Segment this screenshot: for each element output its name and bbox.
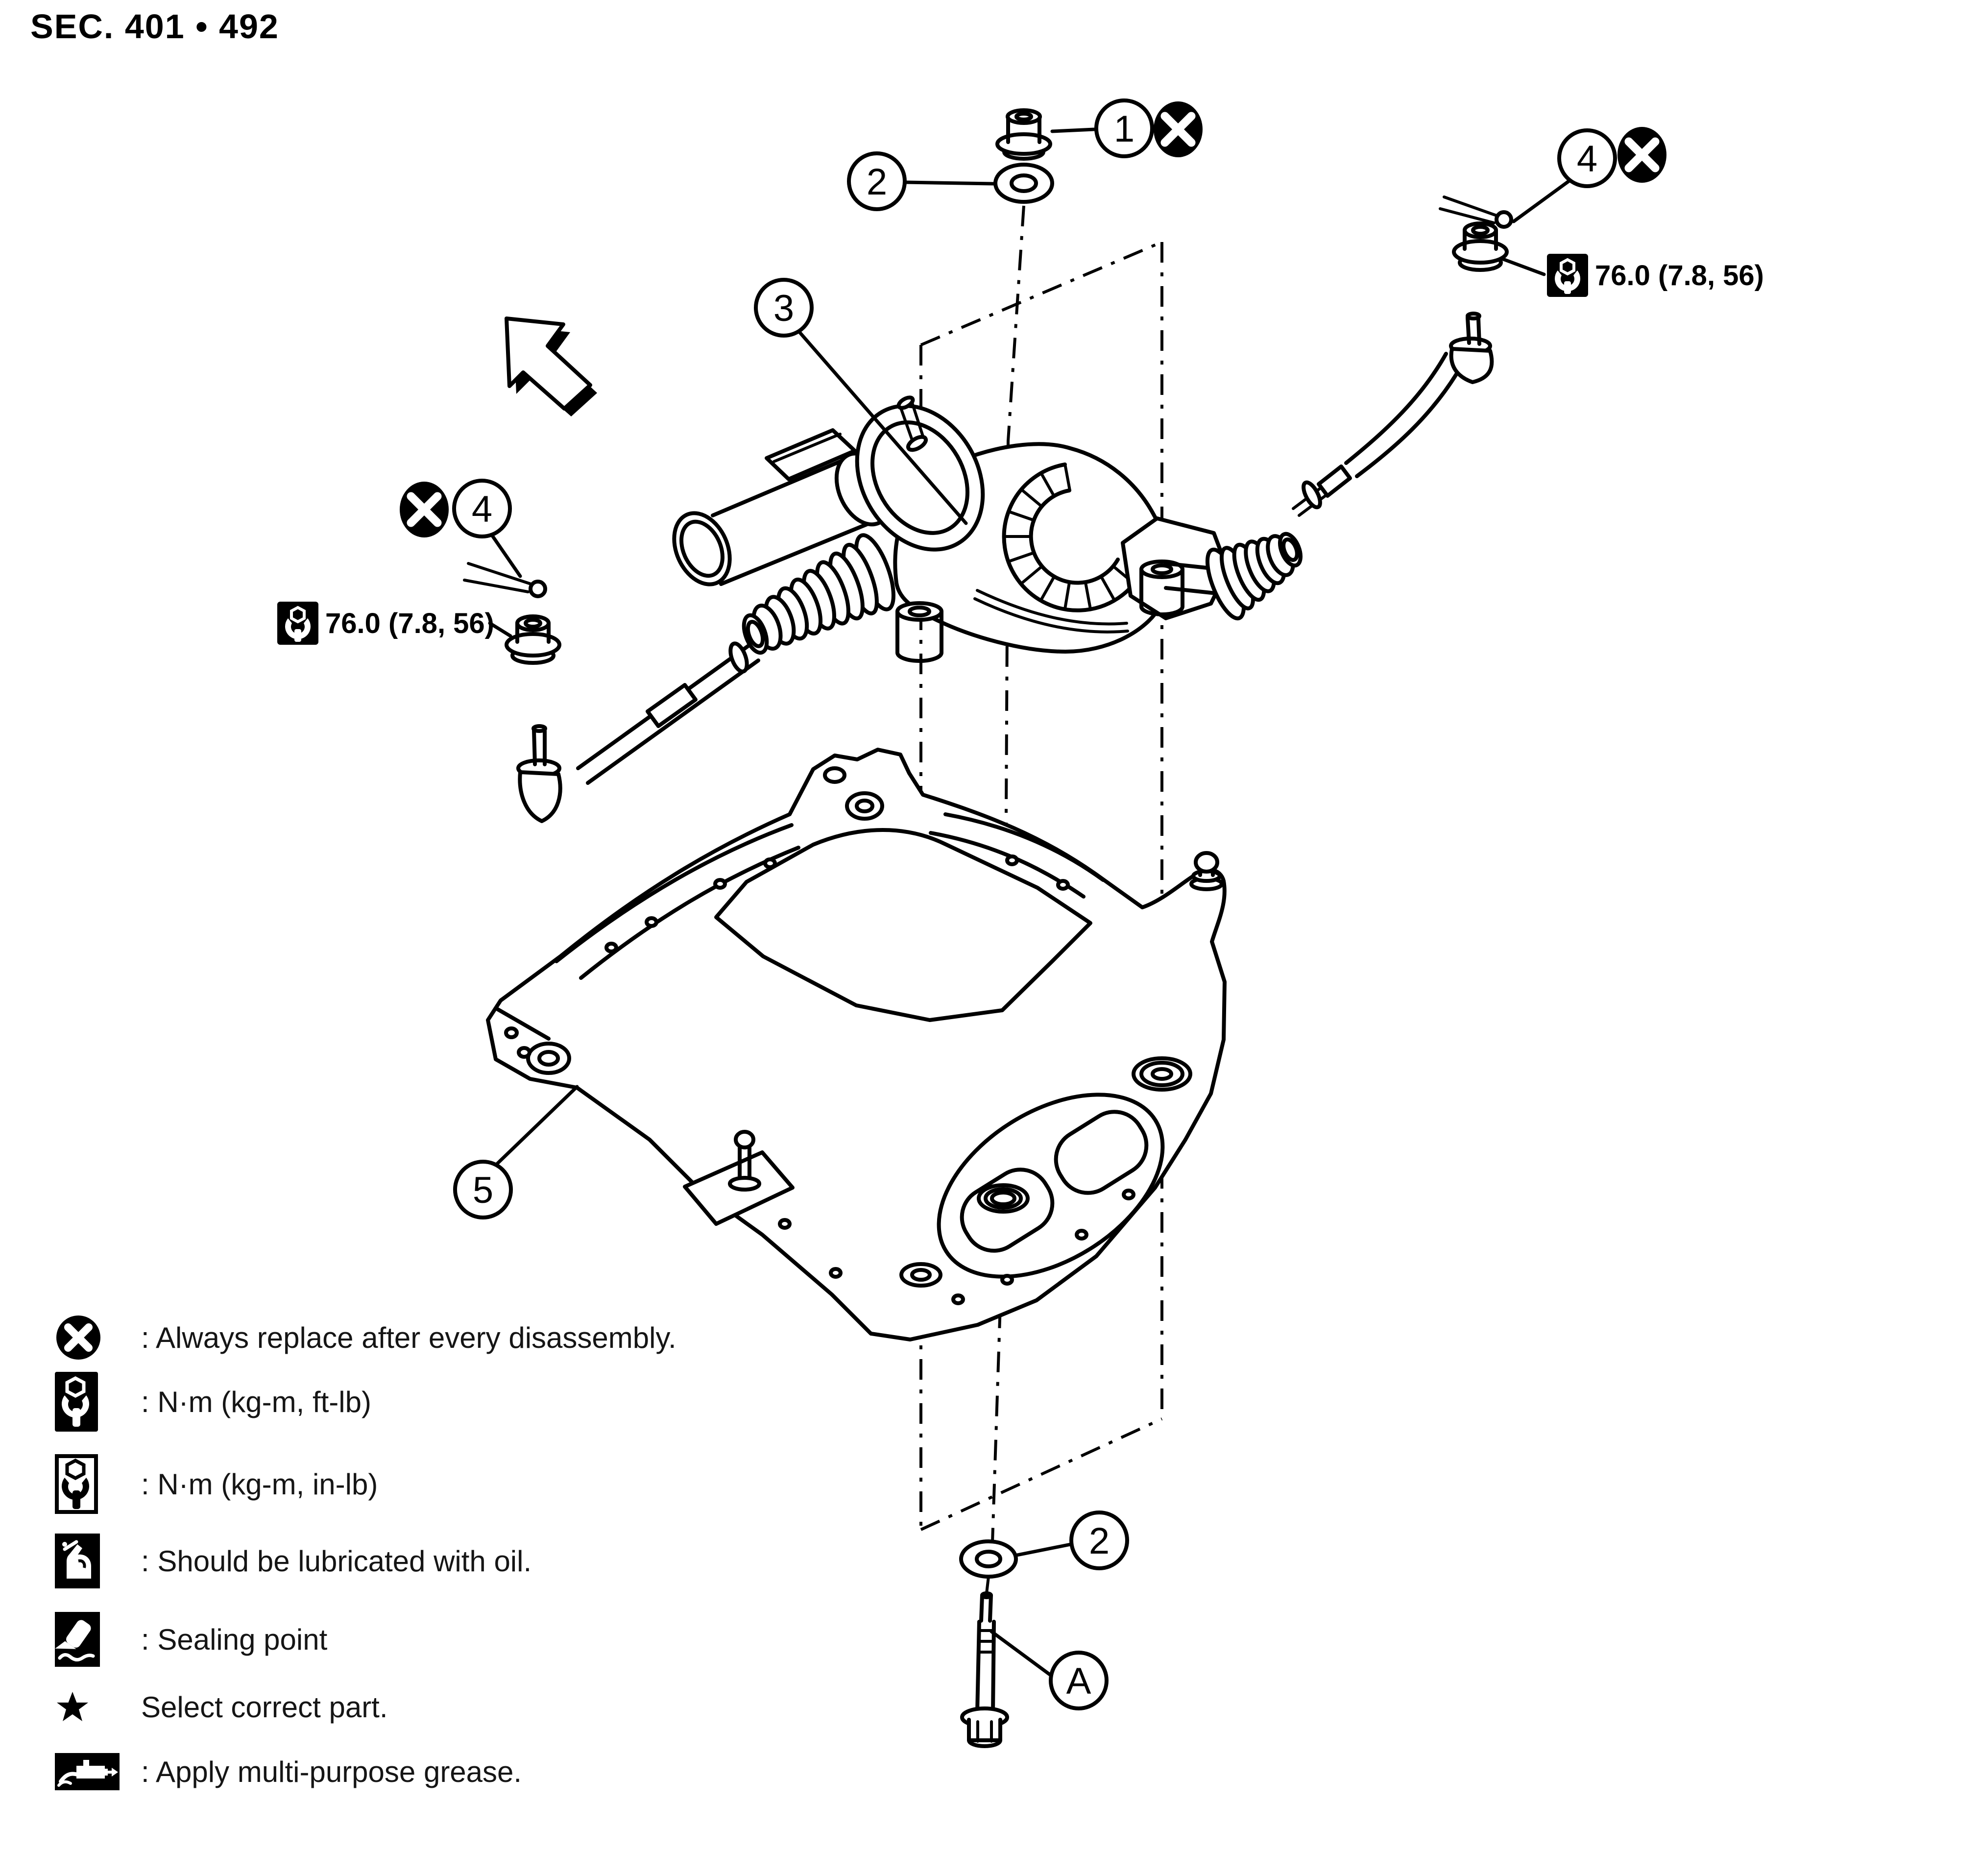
svg-text:4: 4: [1577, 138, 1597, 180]
replace-icon: [55, 1314, 123, 1361]
callout-3: 3: [754, 278, 814, 338]
left-tie-rod-nut: [505, 614, 561, 665]
torque-inlb-icon: [55, 1454, 123, 1514]
svg-text:76.0 (7.8, 56): 76.0 (7.8, 56): [325, 608, 494, 639]
legend-text: : N·m (kg-m, in-lb): [141, 1467, 378, 1501]
callout-A: A: [1049, 1651, 1109, 1710]
svg-text:5: 5: [473, 1169, 493, 1211]
legend-row-grease: : Apply multi-purpose grease.: [55, 1753, 522, 1790]
legend-text: : Sealing point: [141, 1623, 328, 1656]
legend-text: : Always replace after every disassembly…: [141, 1321, 676, 1354]
replace-marker-1: [1154, 101, 1203, 157]
svg-text:76.0 (7.8, 56): 76.0 (7.8, 56): [1595, 260, 1764, 292]
svg-text:4: 4: [472, 488, 492, 530]
callout-5: 5: [453, 1160, 513, 1219]
legend-row-torque-inlb: : N·m (kg-m, in-lb): [55, 1454, 378, 1514]
callout-2-bottom: 2: [1069, 1511, 1129, 1570]
subframe-ball-stud-front: [683, 1130, 795, 1226]
right-boot: [1164, 532, 1303, 621]
legend-text: : N·m (kg-m, ft-lb): [141, 1385, 371, 1418]
gear-upper-mount: [855, 395, 985, 552]
leader-lines: [488, 127, 1572, 1678]
steering-gear-assembly: [516, 312, 1494, 823]
subframe: [486, 748, 1227, 1341]
replace-marker-4-right: [1617, 127, 1666, 183]
grease-icon: [55, 1753, 123, 1790]
right-tie-rod: [1292, 312, 1494, 517]
callout-4-left: 4: [452, 479, 512, 538]
mounting-bolt: [960, 1591, 1009, 1748]
legend-text: : Apply multi-purpose grease.: [141, 1755, 522, 1788]
svg-text:1: 1: [1114, 108, 1134, 150]
left-boot: [742, 533, 895, 655]
bottom-washer: [959, 1539, 1018, 1579]
callout-4-right: 4: [1557, 128, 1617, 188]
direction-arrow-icon: [505, 317, 597, 416]
callout-1: 1: [1094, 98, 1154, 158]
oil-icon: [55, 1534, 123, 1588]
top-mounting-nut: [995, 108, 1052, 161]
star-icon: [55, 1691, 123, 1724]
subframe-bushings: [504, 766, 1192, 1288]
legend-row-select: Select correct part.: [55, 1690, 388, 1724]
subframe-ball-stud-right: [1189, 851, 1224, 891]
wrench-icon: [1555, 258, 1580, 294]
left-tie-rod: [516, 641, 760, 823]
right-tie-rod-nut: [1452, 221, 1509, 272]
top-washer: [993, 163, 1054, 204]
section-title: SEC. 401 • 492: [30, 7, 279, 46]
legend-row-replace: : Always replace after every disassembly…: [55, 1314, 676, 1361]
sealing-icon: [55, 1612, 123, 1667]
right-cotter-pin: [1439, 195, 1513, 229]
torque-label-right: 76.0 (7.8, 56): [1547, 254, 1764, 297]
replace-marker-4-left: [400, 482, 449, 537]
torque-ftlb-icon: [55, 1372, 123, 1432]
svg-text:A: A: [1066, 1660, 1091, 1702]
legend-text: Select correct part.: [141, 1691, 388, 1724]
legend-row-sealing: : Sealing point: [55, 1612, 327, 1667]
gear-rib-ring: [1002, 463, 1143, 612]
legend-row-torque-ftlb: : N·m (kg-m, ft-lb): [55, 1372, 371, 1432]
torque-label-left: 76.0 (7.8, 56): [277, 602, 494, 645]
svg-text:3: 3: [773, 288, 794, 329]
gear-lower-mount: [895, 601, 943, 663]
callout-2-top: 2: [847, 151, 907, 211]
subframe-holes: [604, 854, 1135, 1305]
legend-row-oil: : Should be lubricated with oil.: [55, 1534, 531, 1588]
svg-text:2: 2: [1089, 1520, 1110, 1562]
legend-text: : Should be lubricated with oil.: [141, 1544, 532, 1578]
wrench-icon: [285, 606, 311, 642]
left-cotter-pin: [463, 562, 547, 598]
svg-text:2: 2: [867, 161, 887, 203]
